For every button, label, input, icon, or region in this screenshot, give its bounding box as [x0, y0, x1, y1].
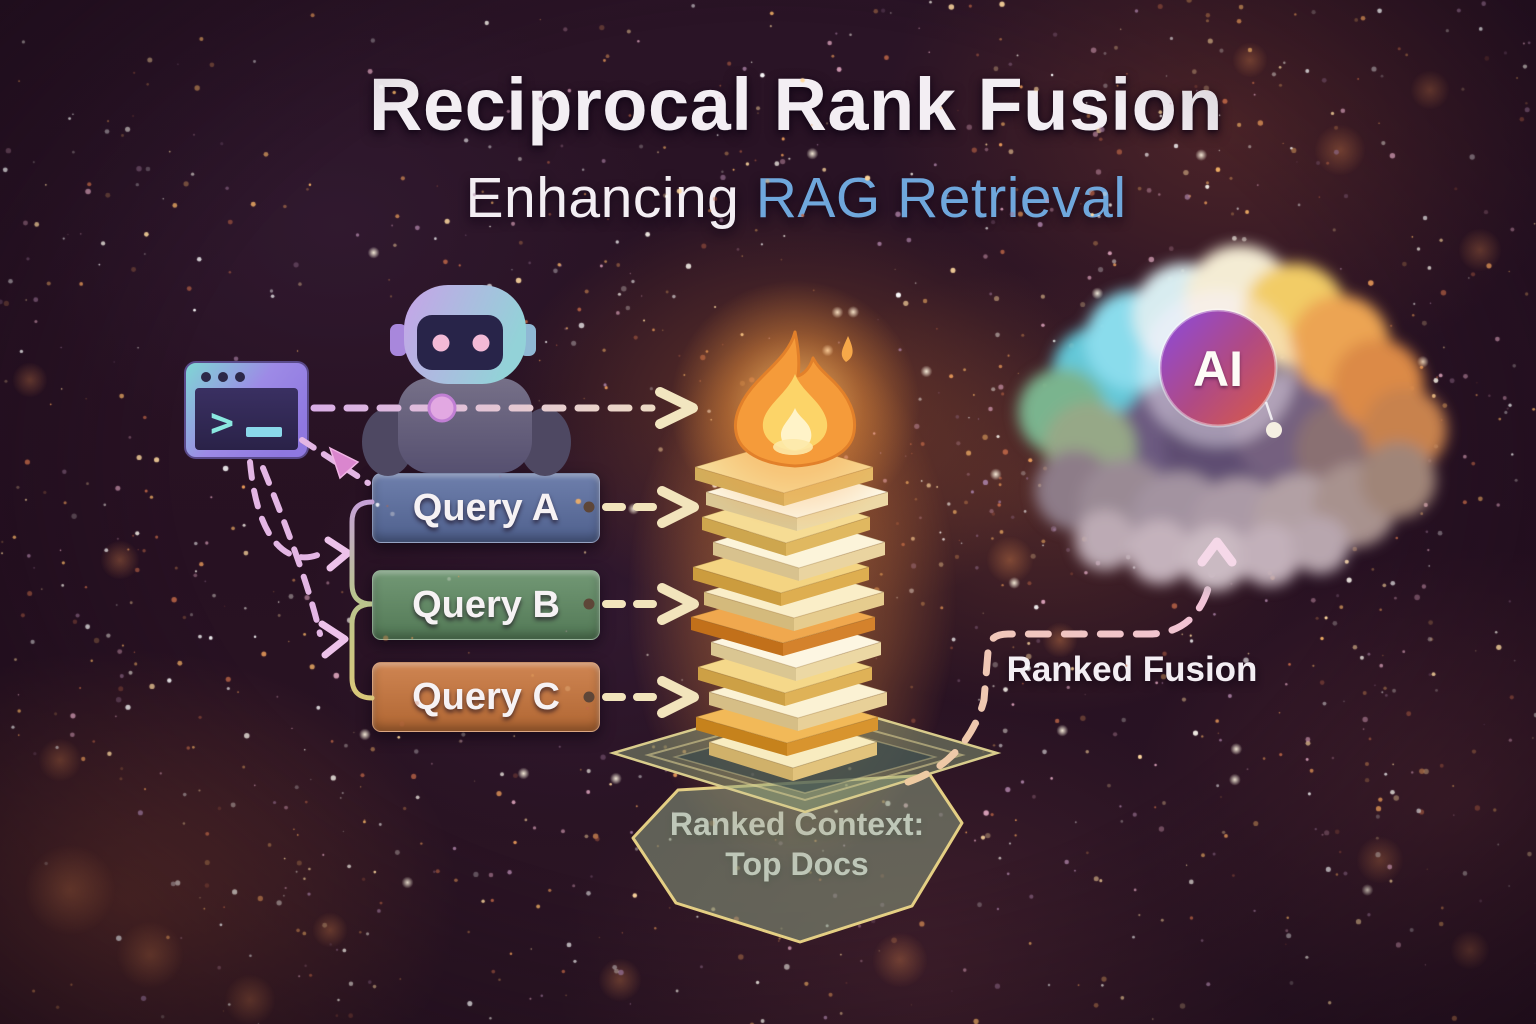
arrow-dot-a — [583, 501, 595, 513]
flame-base — [773, 439, 813, 455]
terminal-dot-3 — [235, 372, 245, 382]
robot-chest-node — [427, 393, 457, 423]
arrowhead-query-b — [324, 536, 352, 572]
cloud-puff — [1360, 442, 1436, 518]
arrow-dot-b — [583, 598, 595, 610]
connector-to-query-b — [247, 459, 323, 561]
terminal-cursor — [246, 427, 282, 437]
connector-to-query-c — [260, 465, 323, 637]
cloud-puff — [1239, 524, 1301, 586]
query-bracket — [349, 499, 375, 701]
cloud-puff — [1075, 510, 1135, 570]
terminal-prompt: > — [210, 400, 234, 446]
flame-icon — [670, 280, 920, 530]
cloud-puff — [1128, 520, 1192, 584]
robot-icon — [362, 285, 571, 476]
robot-visor — [417, 315, 503, 370]
arrow-dot-c — [583, 691, 595, 703]
robot-eye-right — [472, 334, 490, 352]
cloud-puff — [1291, 516, 1349, 574]
badge-dot — [1266, 422, 1282, 438]
cloud-puff — [1182, 525, 1248, 591]
robot-body — [398, 378, 532, 473]
arrowhead-query-c — [318, 620, 349, 659]
ai-badge-label: AI — [1193, 341, 1243, 397]
terminal-dot-2 — [218, 372, 228, 382]
robot-eye-left — [432, 334, 450, 352]
terminal-dot-1 — [201, 372, 211, 382]
terminal-window-icon: > — [184, 361, 309, 459]
